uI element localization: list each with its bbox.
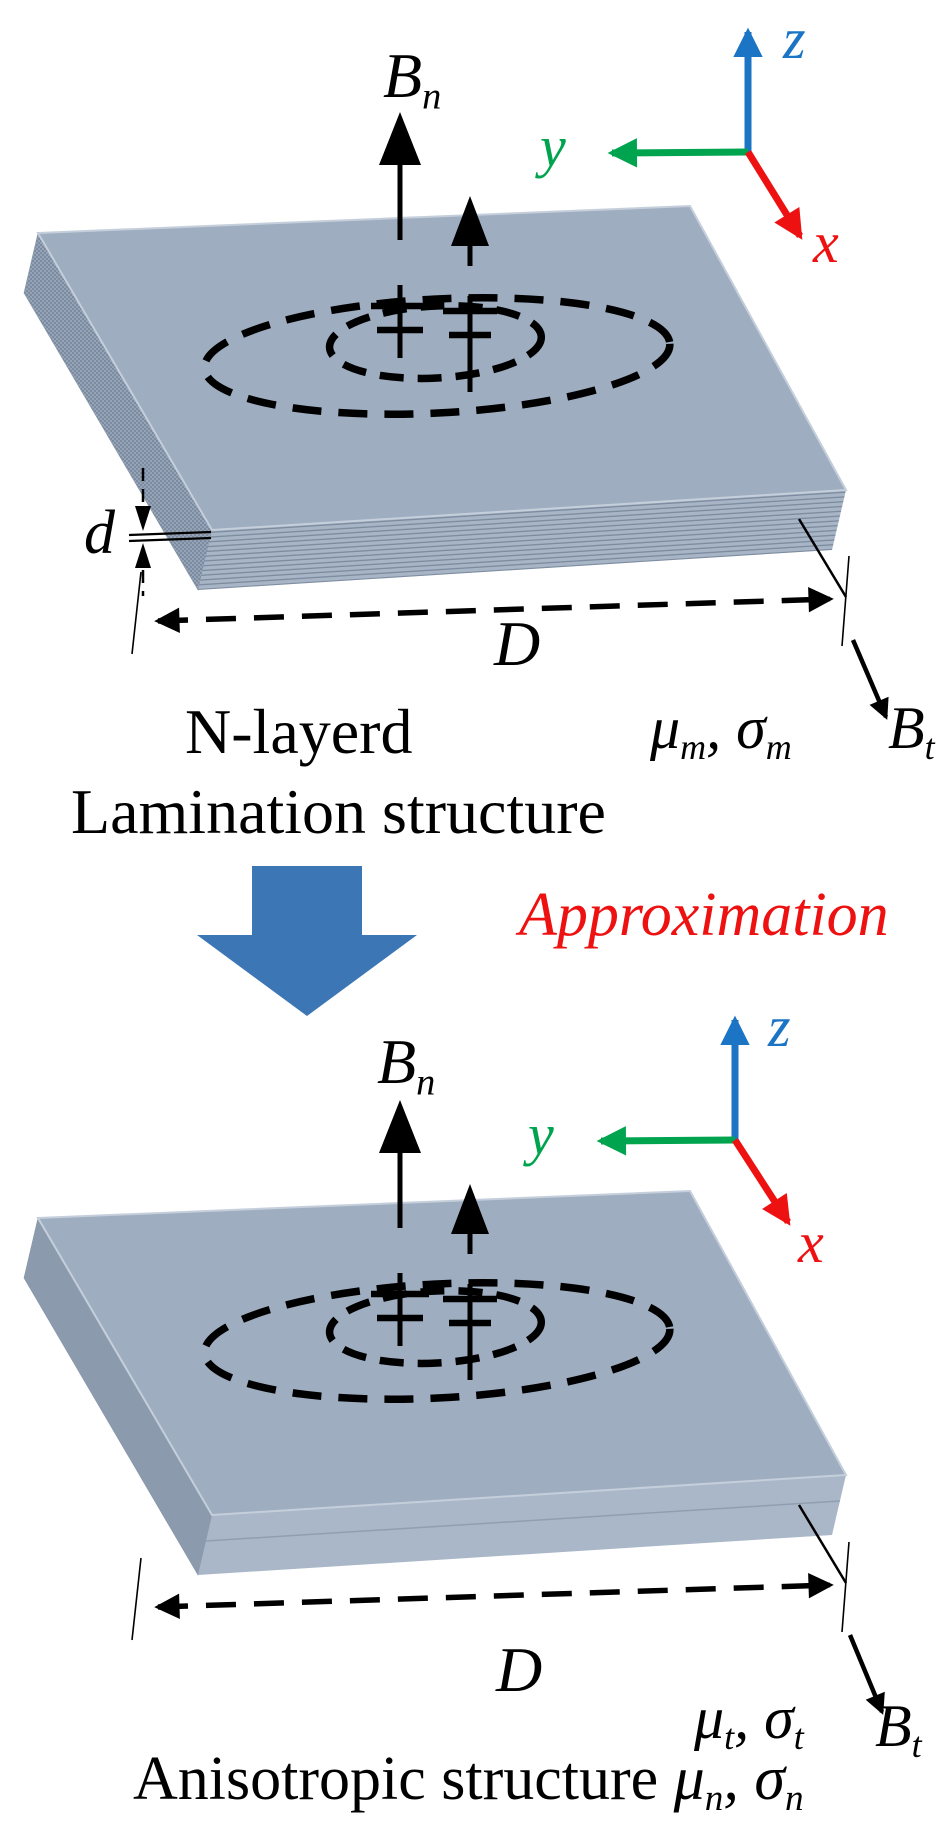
bn-sub: n — [416, 1061, 436, 1104]
bottom-width-dimension — [131, 1504, 850, 1641]
top-caption-line1: N-layerd — [185, 700, 412, 764]
dim-ext-left — [131, 571, 142, 655]
axis-x-arrow — [745, 150, 803, 240]
dim-leader-right — [797, 1504, 848, 1584]
flux-arrowhead — [379, 112, 421, 165]
approximation-text: Approximation — [519, 881, 889, 949]
dim-ext-right — [841, 1541, 850, 1633]
top-axis-x-label: x — [813, 214, 839, 272]
mu-sub: m — [680, 726, 707, 767]
sigma-base: σ — [754, 1745, 785, 1813]
thickness-arrow-up — [135, 543, 151, 568]
bottom-flux-arrows — [371, 1100, 497, 1380]
mu-sub: t — [724, 1716, 735, 1757]
sep: , — [706, 695, 737, 761]
dim-line-D — [154, 1573, 834, 1619]
bottom-flux-normal-label: Bn — [377, 1030, 435, 1102]
top-bt-arrow — [850, 639, 889, 720]
axis-y-text: y — [540, 114, 566, 179]
axis-x-text: x — [813, 210, 839, 275]
axis-y-text: y — [528, 1102, 554, 1167]
eddy-current-loop-inner — [325, 1286, 546, 1368]
axis-x-arrow — [732, 1138, 791, 1226]
eddy-current-loop-outer — [200, 1279, 674, 1403]
sigma-sub: t — [793, 1716, 804, 1757]
bottom-material-label: μt, σt — [694, 1688, 804, 1755]
dim-ext-right — [841, 555, 850, 647]
sheet-line-lower — [128, 536, 212, 543]
eddy-current-loop-inner — [325, 301, 546, 383]
bottom-slab-front-face — [198, 1475, 846, 1575]
bn-sub: n — [422, 75, 442, 118]
bottom-axes-triad — [596, 1015, 791, 1226]
top-axis-z-label: z — [783, 10, 806, 68]
bottom-axis-z-label: z — [768, 998, 791, 1056]
thickness-label: d — [84, 502, 115, 564]
top-width-dimension — [131, 518, 850, 655]
top-axes-triad — [607, 27, 803, 240]
bottom-width-label: D — [496, 1638, 542, 1702]
bt-base: B — [875, 1693, 912, 1759]
dim-line-D — [154, 587, 834, 633]
top-caption-line2: Lamination structure — [71, 780, 606, 844]
bn-base: B — [377, 1026, 417, 1097]
bottom-slab — [23, 1189, 848, 1576]
sigma-sub: m — [765, 726, 792, 767]
caption1-text: N-layerd — [185, 696, 413, 767]
caption2-text: Lamination structure — [71, 776, 606, 847]
eddy-current-loop-outer — [200, 294, 674, 418]
D-text: D — [494, 608, 541, 679]
top-slab — [23, 204, 848, 591]
flux-arrowhead — [379, 1100, 421, 1153]
mu-base: μ — [673, 1745, 705, 1813]
top-flux-normal-label: Bn — [383, 44, 441, 116]
dim-leader-right — [797, 518, 848, 598]
thickness-arrow-down — [135, 506, 151, 531]
d-text: d — [84, 499, 115, 567]
sep: , — [723, 1745, 755, 1813]
approximation-label: Approximation — [519, 884, 889, 946]
top-flux-tangential-label: Bt — [888, 698, 935, 765]
mu-sub: n — [704, 1778, 724, 1820]
axis-y-arrow — [596, 1126, 736, 1156]
axis-x-text: x — [798, 1210, 824, 1275]
bottom-axis-y-label: y — [528, 1106, 554, 1164]
flux-arrowhead — [451, 196, 489, 246]
bottom-axis-x-label: x — [798, 1214, 824, 1272]
mu-base: μ — [694, 1685, 725, 1751]
caption-main-text: Anisotropic structure — [133, 1745, 674, 1813]
sigma-sub: n — [784, 1778, 804, 1820]
bt-base: B — [888, 695, 925, 761]
axis-y-arrow — [607, 138, 749, 168]
bt-sub: t — [911, 1724, 922, 1765]
top-eddy-current-loops — [200, 294, 674, 418]
bottom-caption: Anisotropic structure μn, σn — [133, 1748, 804, 1817]
axis-z-text: z — [783, 6, 806, 71]
top-width-label: D — [494, 612, 540, 676]
bottom-front-crease — [205, 1500, 841, 1542]
thickness-callout — [128, 468, 212, 596]
dim-ext-left — [131, 1557, 142, 1641]
top-material-label: μm, σm — [650, 698, 792, 765]
top-slab-front-face — [198, 490, 846, 590]
bn-base: B — [383, 40, 423, 111]
bottom-eddy-current-loops — [200, 1279, 674, 1403]
sep: , — [734, 1685, 765, 1751]
bottom-bt-arrow — [847, 1634, 885, 1715]
bt-sub: t — [924, 726, 935, 767]
sigma-base: σ — [764, 1685, 794, 1751]
axis-z-text: z — [768, 994, 791, 1059]
flux-arrowhead — [451, 1184, 489, 1234]
approximation-block-arrow — [197, 866, 417, 1016]
mu-base: μ — [650, 695, 681, 761]
top-flux-arrows — [371, 112, 497, 392]
sigma-base: σ — [736, 695, 766, 761]
top-axis-y-label: y — [540, 118, 566, 176]
caption-material: μn, σn — [673, 1745, 804, 1817]
D-text: D — [496, 1634, 543, 1705]
bottom-flux-tangential-label: Bt — [875, 1696, 922, 1763]
sheet-line-upper — [128, 530, 212, 537]
